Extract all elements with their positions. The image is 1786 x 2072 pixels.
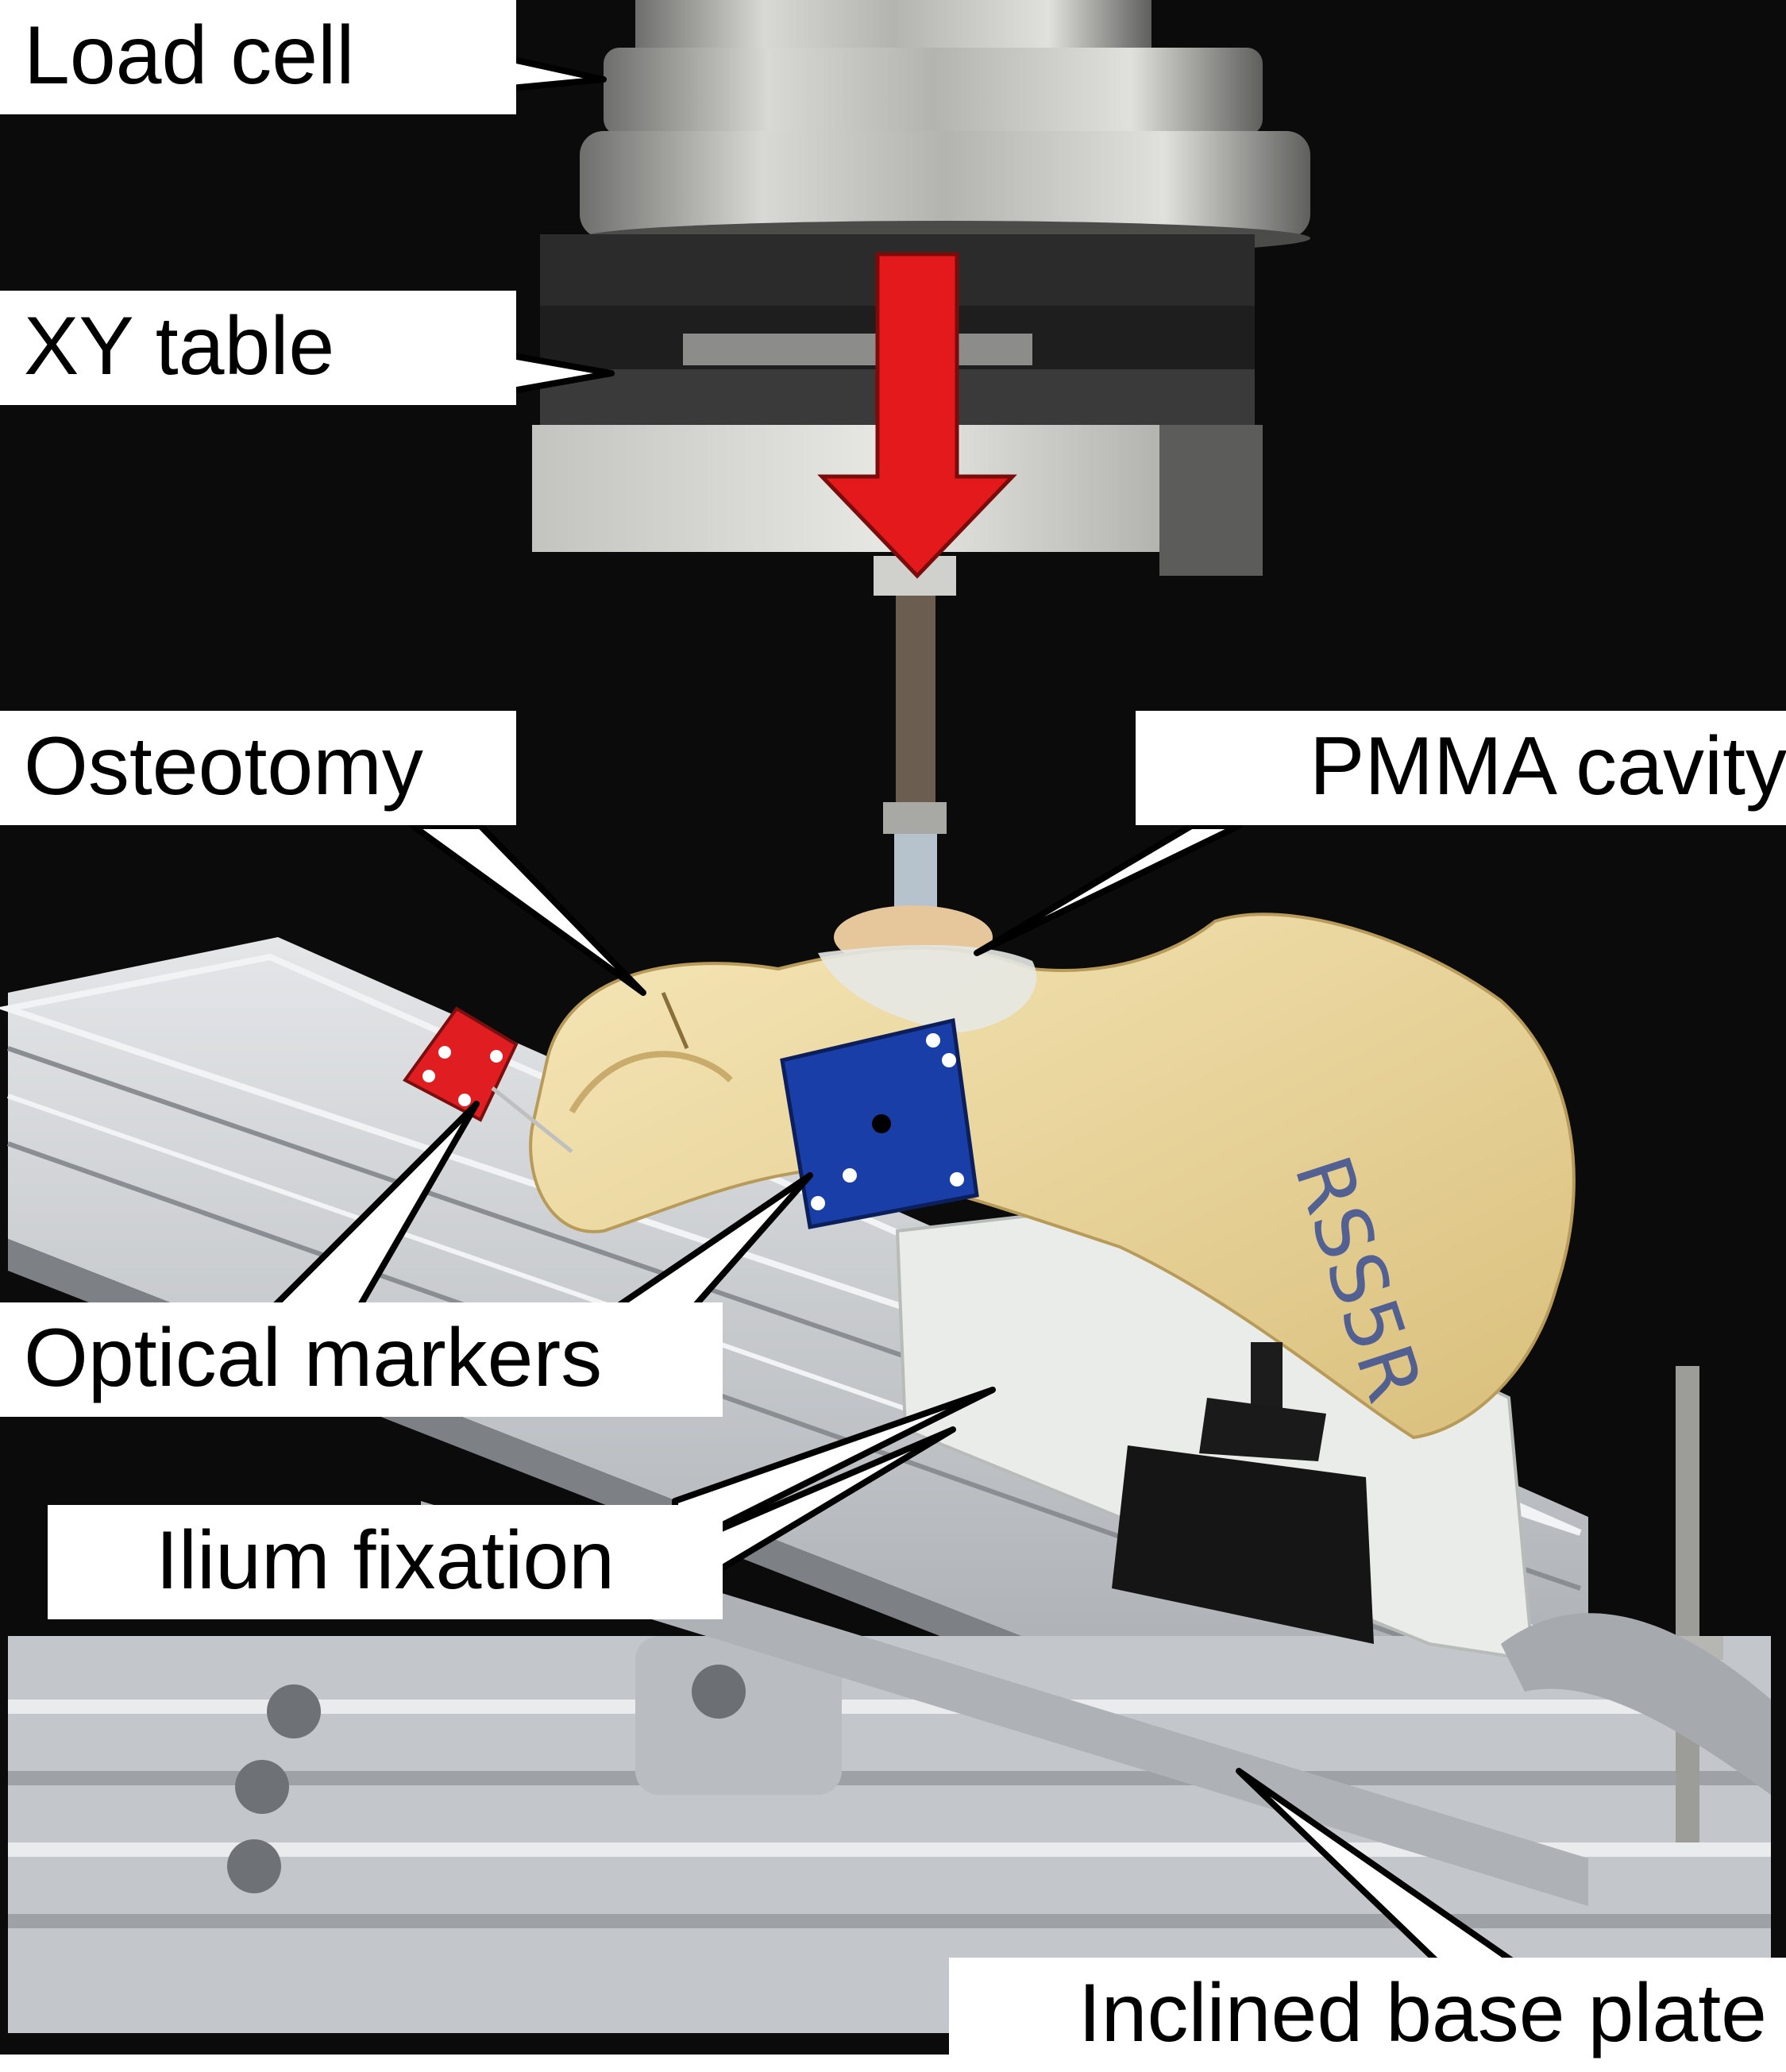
label-ilium-fixation: Ilium fixation bbox=[48, 1505, 723, 1619]
label-pmma-cavity: PMMA cavity bbox=[1136, 711, 1786, 825]
optical-marker-red bbox=[403, 1006, 573, 1153]
load-cell bbox=[580, 0, 1310, 256]
optical-marker-blue bbox=[780, 1017, 979, 1229]
label-osteotomy: Osteotomy bbox=[0, 711, 516, 825]
label-inclined-base-plate: Inclined base plate bbox=[949, 1958, 1786, 2072]
load-direction-arrow bbox=[817, 252, 1017, 579]
label-optical-markers: Optical markers bbox=[0, 1302, 723, 1417]
clamp-block bbox=[1112, 1342, 1374, 1644]
hold-down-clamp bbox=[1501, 1366, 1771, 1842]
bone-specimen: RSS5R bbox=[529, 913, 1576, 1440]
label-load-cell: Load cell bbox=[0, 0, 516, 114]
label-xy-table: XY table bbox=[0, 291, 516, 405]
